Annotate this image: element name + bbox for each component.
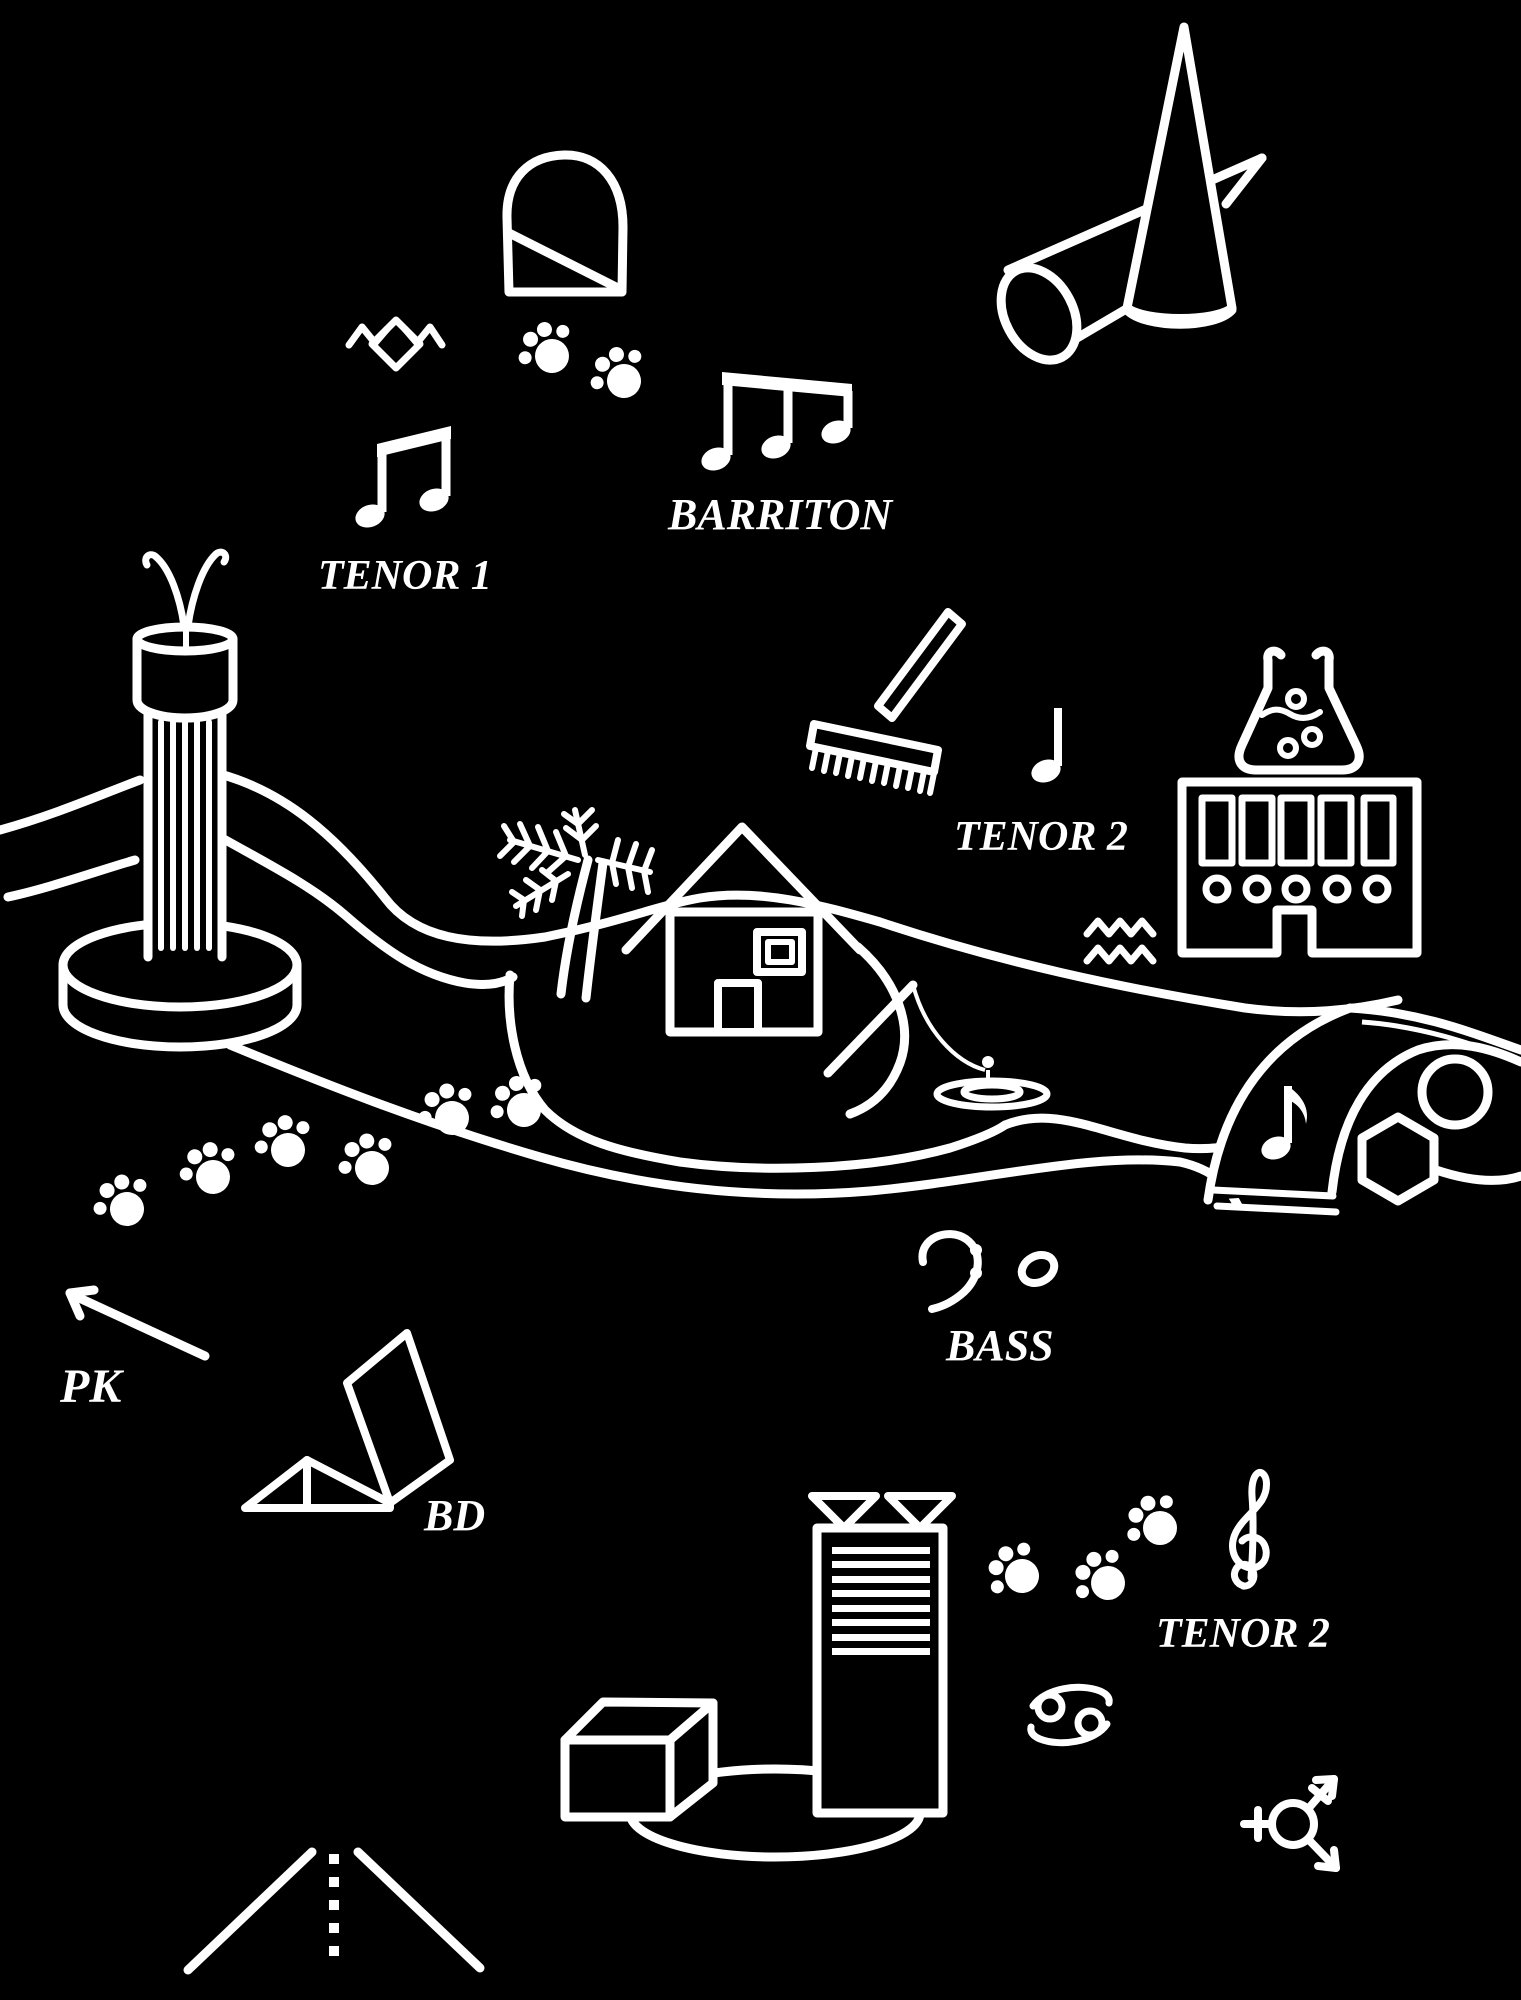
dome-tent-icon — [502, 150, 628, 297]
laptop-base — [241, 1456, 394, 1512]
fountain-cap — [132, 622, 238, 723]
rake-handle — [874, 608, 966, 722]
label-bass: BASS — [945, 1321, 1054, 1370]
antenna-icon — [808, 1492, 880, 1532]
window — [753, 928, 806, 976]
spider-icon — [345, 316, 446, 372]
open-laptop-icon — [241, 1329, 454, 1512]
tower-icon — [808, 1492, 956, 1818]
treble-clef-icon — [1229, 1469, 1270, 1590]
eighth-note-triplet-icon — [701, 372, 853, 471]
fountain-shaft — [143, 703, 227, 962]
cube-icon — [560, 1697, 718, 1822]
label-bd: BD — [423, 1491, 485, 1540]
fountain-base — [58, 918, 302, 1052]
fountain-column-icon — [58, 548, 302, 1052]
flask-icon — [1234, 646, 1364, 775]
laptop-screen — [343, 1329, 454, 1507]
cancer-zodiac-icon — [1027, 1683, 1113, 1747]
whole-note-icon — [1017, 1251, 1059, 1287]
label-pk: PK — [59, 1360, 124, 1413]
label-tenor1: TENOR 1 — [318, 553, 492, 599]
label-tenor2-river: TENOR 2 — [954, 814, 1128, 860]
factory-icon — [1177, 777, 1422, 958]
fishing-rod-icon — [823, 980, 1051, 1111]
direction-arrow-icon — [65, 1285, 210, 1361]
label-tenor2-south: TENOR 2 — [1156, 1611, 1330, 1657]
window-pane — [765, 939, 795, 965]
quarter-note-icon — [1031, 708, 1062, 783]
flagged-eighth-note-icon — [1261, 1086, 1308, 1160]
door — [714, 979, 762, 1036]
roof — [621, 822, 865, 955]
road-icon — [183, 1847, 485, 1975]
water-zigzag-icon — [1083, 917, 1157, 965]
bass-clef-icon — [918, 1230, 982, 1313]
tree-icon — [497, 807, 655, 1003]
rake-icon — [806, 608, 966, 796]
ball-icon — [1417, 1054, 1493, 1130]
hexagon-icon — [1357, 1112, 1439, 1206]
label-barriton: BARRITON — [667, 490, 894, 539]
antenna-icon — [884, 1492, 956, 1532]
transgender-symbol-icon — [1240, 1775, 1340, 1872]
eighth-note-pair-icon — [355, 426, 451, 528]
cone-icon — [1122, 22, 1237, 329]
water-jets-icon — [142, 548, 230, 651]
house-icon — [621, 822, 865, 1037]
